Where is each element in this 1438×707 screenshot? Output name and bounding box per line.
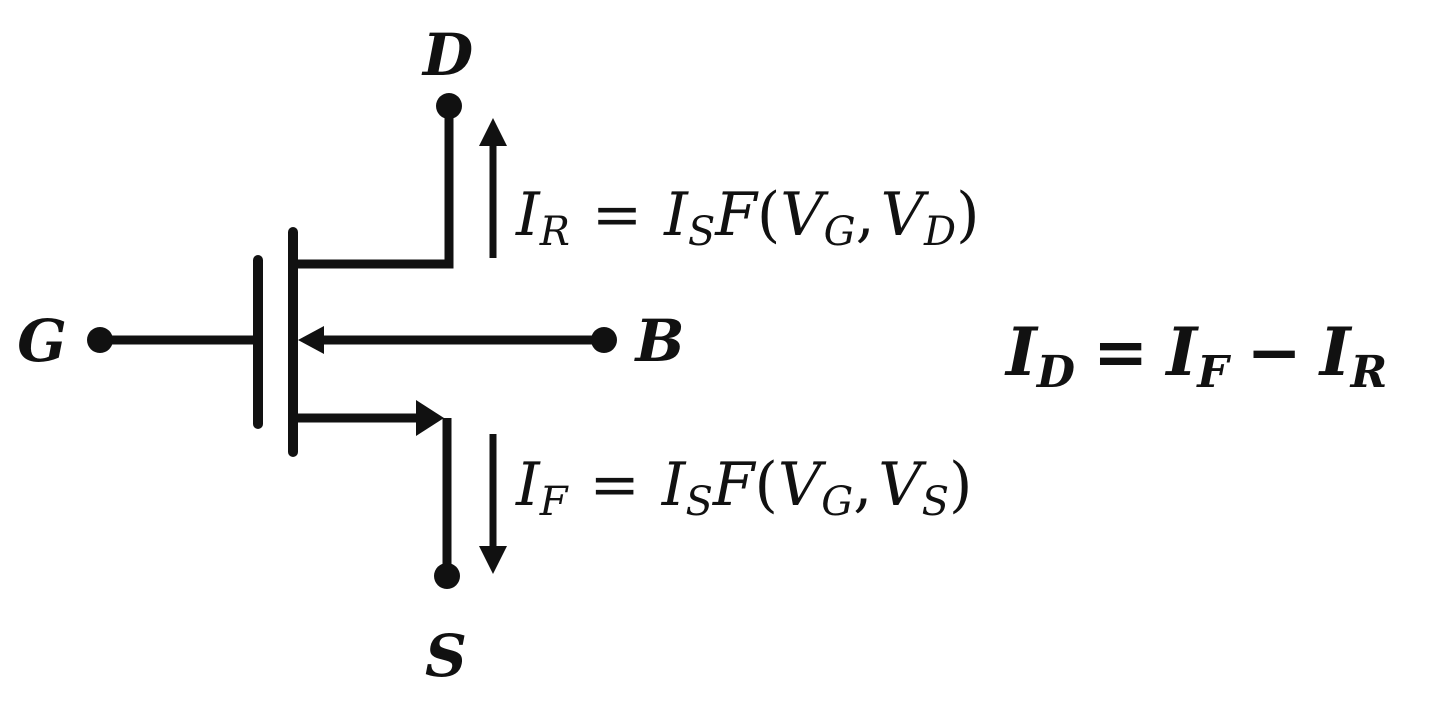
drain-current-equation: ID=IF−IR bbox=[1004, 313, 1387, 398]
forward-current-arrowhead bbox=[479, 546, 507, 574]
drain-terminal-dot bbox=[436, 93, 462, 119]
bulk-terminal-dot bbox=[591, 327, 617, 353]
reverse-current-equation: IR=ISF(VG,VD) bbox=[515, 180, 980, 255]
reverse-current-arrowhead bbox=[479, 118, 507, 146]
forward-current-equation: IF=ISF(VG,VS) bbox=[515, 450, 972, 525]
gate-label: G bbox=[17, 307, 67, 375]
bulk-arrowhead bbox=[298, 326, 324, 354]
drain-label: D bbox=[421, 21, 473, 89]
bulk-label: B bbox=[633, 307, 684, 375]
gate-terminal-dot bbox=[87, 327, 113, 353]
source-arrowhead bbox=[416, 400, 444, 436]
drain-wire bbox=[293, 108, 454, 269]
source-terminal-dot bbox=[434, 563, 460, 589]
source-label: S bbox=[425, 622, 467, 690]
